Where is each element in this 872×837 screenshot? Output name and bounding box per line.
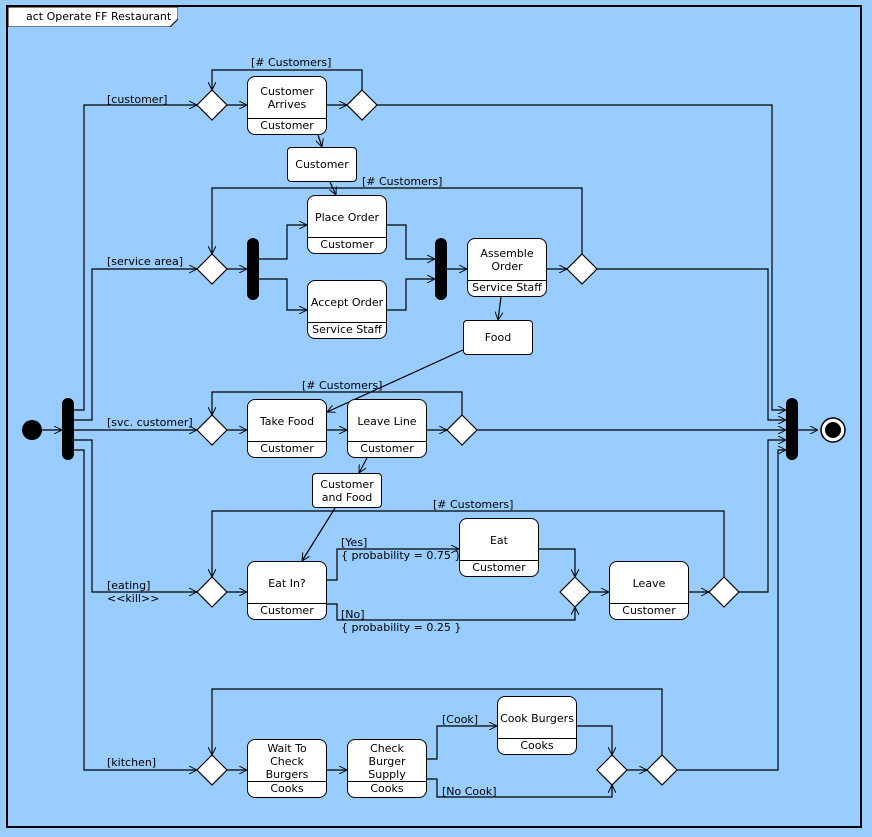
partition-label: Customer — [460, 560, 538, 576]
guard-loop-4: [# Customers] — [433, 498, 514, 511]
guard-eating-stereotype: <<kill>> — [107, 592, 160, 605]
action-assemble-order[interactable]: Assemble Order Service Staff — [467, 238, 547, 297]
guard-no-cook: [No Cook] — [442, 785, 497, 798]
merge-node-eat-result[interactable] — [559, 576, 591, 608]
partition-label: Service Staff — [468, 280, 546, 296]
guard-service-area: [service area] — [107, 255, 184, 268]
guard-eating: [eating] — [107, 579, 151, 592]
flow-loop-3 — [212, 391, 463, 415]
flow-cook — [427, 726, 497, 760]
merge-node-cook-result[interactable] — [596, 754, 628, 786]
partition-label: Cooks — [348, 781, 426, 797]
flow-fork2-place-order — [259, 225, 307, 260]
flow-yes — [327, 549, 459, 581]
flow-fork-kitchen — [74, 449, 197, 770]
guard-no-probability: { probability = 0.25 } — [341, 621, 462, 634]
action-eat-in[interactable]: Eat In? Customer — [247, 561, 327, 620]
partition-label: Customer — [610, 603, 688, 619]
guard-yes-probability: { probability = 0.75 } — [341, 549, 462, 562]
object-customer[interactable]: Customer — [287, 147, 357, 182]
flow-to-object-food — [498, 296, 501, 320]
guard-svc-customer: [svc. customer] — [107, 416, 193, 429]
frame-title: act Operate FF Restaurant — [26, 10, 172, 23]
partition-label: Customer — [248, 603, 326, 619]
flow-no — [327, 603, 575, 621]
action-customer-arrives[interactable]: Customer Arrives Customer — [247, 76, 327, 135]
flow-loop-4 — [212, 510, 725, 577]
partition-label: Customer — [308, 237, 386, 253]
action-leave-line[interactable]: Leave Line Customer — [347, 399, 427, 458]
fork-bar-orders[interactable] — [247, 238, 259, 300]
flow-to-object-customer-and-food — [358, 457, 368, 473]
object-food[interactable]: Food — [463, 320, 533, 355]
initial-node[interactable] — [22, 420, 42, 440]
action-place-order[interactable]: Place Order Customer — [307, 195, 387, 254]
guard-customer: [customer] — [107, 93, 168, 106]
flow-loop-5 — [212, 688, 663, 755]
guard-loop-2: [# Customers] — [362, 175, 443, 188]
flow-row5-to-join — [677, 450, 786, 771]
flow-fork-service-area — [74, 269, 197, 421]
decision-node-eating[interactable] — [708, 576, 740, 608]
fork-bar-main[interactable] — [62, 398, 74, 460]
flow-fork-eating — [74, 439, 197, 592]
flow-row1-to-join — [377, 104, 786, 410]
flow-customer-and-food-to-eat-in — [302, 507, 336, 561]
decision-node-kitchen[interactable] — [646, 754, 678, 786]
flow-no-cook — [427, 778, 612, 798]
partition-label: Customer — [248, 441, 326, 457]
action-take-food[interactable]: Take Food Customer — [247, 399, 327, 458]
flow-fork2-accept-order — [259, 278, 307, 310]
flow-loop-1 — [212, 69, 363, 90]
guard-no: [No] — [341, 608, 365, 621]
merge-node-customer[interactable] — [196, 89, 228, 121]
partition-label: Service Staff — [308, 322, 386, 338]
guard-cook: [Cook] — [442, 713, 479, 726]
action-accept-order[interactable]: Accept Order Service Staff — [307, 280, 387, 339]
partition-label: Customer — [348, 441, 426, 457]
action-cook-burgers[interactable]: Cook Burgers Cooks — [497, 696, 577, 755]
flow-row4-to-join — [739, 440, 786, 593]
action-wait-to-check-burgers[interactable]: Wait To Check Burgers Cooks — [247, 739, 327, 798]
frame-title-tab — [8, 7, 178, 27]
partition-label: Cooks — [248, 781, 326, 797]
partition-label: Customer — [248, 118, 326, 134]
merge-node-service[interactable] — [196, 253, 228, 285]
flow-row2-to-join — [597, 268, 786, 420]
merge-node-svc[interactable] — [196, 414, 228, 446]
decision-node-service[interactable] — [566, 253, 598, 285]
action-eat[interactable]: Eat Customer — [459, 518, 539, 577]
flow-loop-2 — [212, 187, 583, 254]
join-bar-orders[interactable] — [435, 238, 447, 300]
flow-cook-burgers-to-merge — [577, 725, 612, 755]
final-node-center[interactable] — [825, 422, 841, 438]
join-bar-main[interactable] — [786, 398, 798, 460]
flow-fork-customer — [74, 105, 197, 411]
guard-kitchen: [kitchen] — [107, 756, 157, 769]
flow-eat-to-merge — [539, 548, 575, 577]
decision-node-customer[interactable] — [346, 89, 378, 121]
action-leave[interactable]: Leave Customer — [609, 561, 689, 620]
flow-place-order-to-join2 — [387, 224, 435, 259]
guard-yes: [Yes] — [341, 536, 368, 549]
guard-loop-1: [# Customers] — [251, 56, 332, 69]
object-customer-and-food[interactable]: Customer and Food — [312, 473, 382, 508]
guard-loop-3: [# Customers] — [302, 379, 383, 392]
merge-node-kitchen[interactable] — [196, 754, 228, 786]
activity-frame — [6, 5, 862, 828]
flow-to-object-customer — [318, 134, 322, 147]
flow-accept-order-to-join2 — [387, 279, 435, 311]
merge-node-eating[interactable] — [196, 576, 228, 608]
partition-label: Cooks — [498, 738, 576, 754]
action-check-burger-supply[interactable]: Check Burger Supply Cooks — [347, 739, 427, 798]
decision-node-svc[interactable] — [446, 414, 478, 446]
